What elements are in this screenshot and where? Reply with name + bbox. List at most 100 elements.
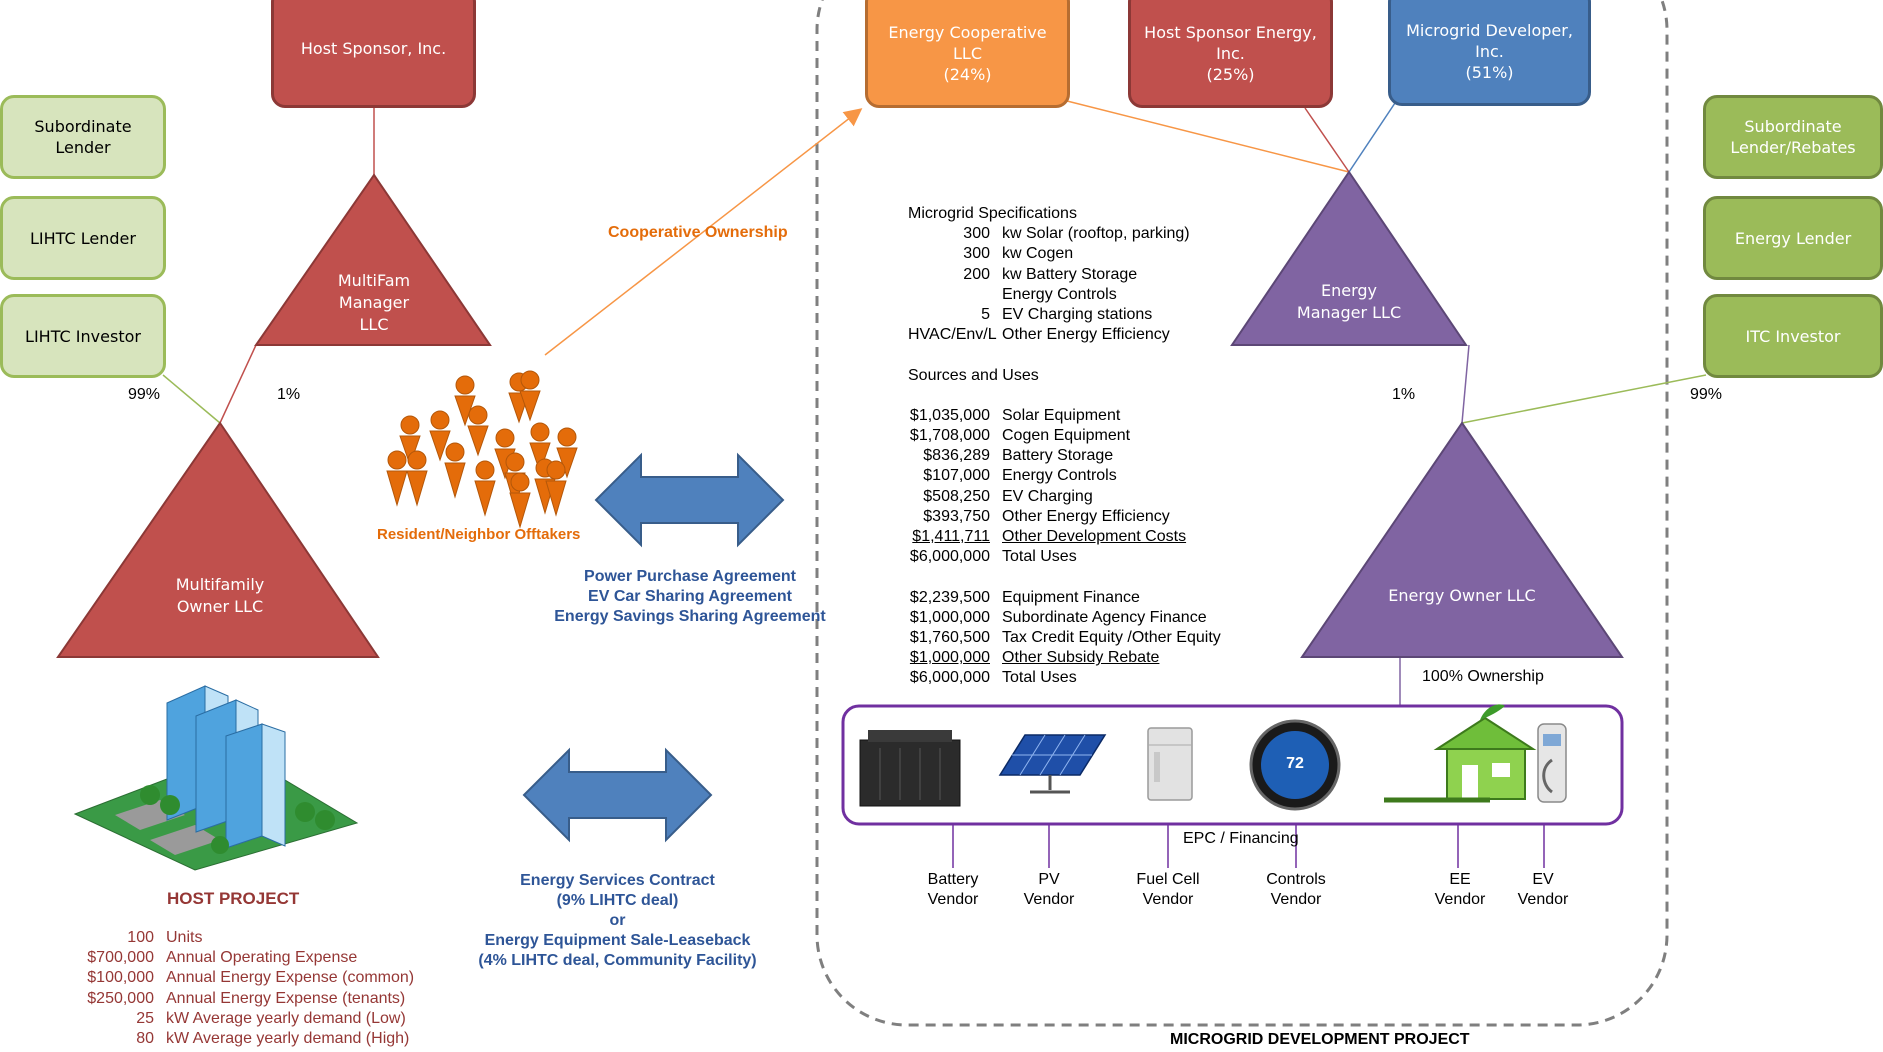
connector-investor-to-owner — [162, 374, 221, 424]
services-contract-label: Energy Services Contract (9% LIHTC deal)… — [478, 872, 757, 969]
use-item-value: $1,035,000 — [909, 406, 990, 424]
host-item-value: $100,000 — [87, 969, 154, 987]
host-item-value: 25 — [136, 1009, 154, 1027]
spec-item-value — [908, 285, 1002, 305]
spec-item-value: HVAC/Env/L — [908, 326, 997, 344]
subordinate-lender-rebates-label: Subordinate Lender/Rebates — [1730, 117, 1856, 157]
host-project-title: HOST PROJECT — [167, 889, 300, 908]
source-item-description: Total Uses — [1002, 669, 1077, 687]
host-item-row: 80 kW Average yearly demand (High) — [70, 1030, 430, 1050]
lihtc-lender-label: LIHTC Lender — [30, 228, 136, 248]
host-sponsor-energy-label: Host Sponsor Energy, Inc. (25%) — [1144, 22, 1317, 84]
use-item-description: Solar Equipment — [1002, 406, 1121, 424]
spec-item-description: Energy Controls — [1002, 285, 1117, 303]
use-item-row: $1,411,711 Other Development Costs — [908, 527, 1268, 547]
use-item-value: $1,411,711 — [912, 528, 990, 545]
host-item-value: $700,000 — [87, 949, 154, 967]
use-item-value: $6,000,000 — [909, 548, 990, 566]
host-item-value: 80 — [136, 1029, 154, 1047]
spec-item-description: kw Solar (rooftop, parking) — [1002, 225, 1190, 243]
host-sponsor-box: Host Sponsor, Inc. — [271, 0, 476, 108]
source-item-description: Equipment Finance — [1002, 588, 1140, 606]
host-item-description: kW Average yearly demand (High) — [166, 1029, 410, 1047]
ownership-100-label: 100% Ownership — [1422, 668, 1544, 685]
ev-charger-icon — [1537, 723, 1567, 803]
spec-item-value: 200 — [963, 265, 990, 283]
host-item-description: Annual Energy Expense (common) — [166, 969, 415, 987]
use-item-value: $107,000 — [923, 467, 990, 485]
use-item-value: $393,750 — [923, 507, 990, 525]
source-item-value: $1,000,000 — [909, 608, 990, 626]
spec-item-value: 300 — [963, 225, 990, 243]
energy-lender-label: Energy Lender — [1734, 228, 1852, 248]
lihtc-investor-label: LIHTC Investor — [25, 326, 141, 346]
controls-vendor-label: Controls Vendor — [1266, 871, 1326, 908]
use-item-description: Other Development Costs — [1002, 528, 1187, 545]
epc-financing-label: EPC / Financing — [1183, 830, 1299, 847]
battery-vendor-label: Battery Vendor — [927, 871, 979, 908]
energy-cooperative-box: Energy Cooperative LLC (24%) — [865, 0, 1070, 108]
resident-offtakers-label: Resident/Neighbor Offtakers — [377, 526, 581, 543]
use-item-description: Total Uses — [1002, 548, 1077, 566]
spec-item-row: 200 kw Battery Storage — [908, 265, 1268, 285]
cooperative-ownership-label: Cooperative Ownership — [608, 224, 788, 241]
energy-manager-triangle — [1230, 170, 1468, 346]
spec-item-row: HVAC/Env/L Other Energy Efficiency — [908, 325, 1268, 345]
use-item-description: Other Energy Efficiency — [1002, 507, 1170, 525]
microgrid-project-label: MICROGRID DEVELOPMENT PROJECT — [1170, 1031, 1470, 1048]
source-item-value: $6,000,000 — [909, 669, 990, 687]
source-item-description: Other Subsidy Rebate — [1002, 649, 1160, 667]
subordinate-lender-rebates-box: Subordinate Lender/Rebates — [1703, 95, 1883, 179]
spec-item-description: EV Charging stations — [1002, 305, 1153, 323]
spec-item-description: kw Battery Storage — [1002, 265, 1138, 283]
thermostat-reading: 72 — [1286, 755, 1304, 772]
energy-owner-triangle — [1300, 421, 1624, 658]
host-sponsor-energy-box: Host Sponsor Energy, Inc. (25%) — [1128, 0, 1333, 108]
microgrid-developer-box: Microgrid Developer, Inc. (51%) — [1388, 0, 1591, 106]
sources-uses-title: Sources and Uses — [908, 366, 1039, 384]
host-item-value: 100 — [127, 929, 154, 946]
right-99-percent: 99% — [1690, 386, 1723, 403]
source-item-description: Tax Credit Equity /Other Equity — [1002, 628, 1221, 646]
multifamily-owner-triangle — [56, 421, 380, 658]
connector-manager-to-owner — [219, 344, 257, 424]
use-item-description: Energy Controls — [1002, 467, 1117, 485]
spec-item-description: Other Energy Efficiency — [1002, 326, 1170, 344]
use-item-description: Battery Storage — [1002, 447, 1114, 465]
fuel-cell-vendor-label: Fuel Cell Vendor — [1136, 871, 1200, 908]
pv-vendor-label: PV Vendor — [1023, 871, 1075, 908]
battery-icon — [859, 730, 961, 807]
source-item-row: $1,000,000 Other Subsidy Rebate — [908, 648, 1268, 668]
subordinate-lender-label: Subordinate Lender — [34, 117, 132, 157]
multifam-manager-label: MultiFam Manager LLC — [337, 271, 411, 334]
connector-emanager-to-eowner — [1461, 344, 1470, 424]
itc-investor-label: ITC Investor — [1745, 326, 1841, 346]
source-item-value: $1,000,000 — [909, 649, 990, 667]
services-double-arrow — [522, 747, 713, 843]
right-1-percent: 1% — [1392, 386, 1416, 403]
left-99-percent: 99% — [128, 386, 161, 403]
use-item-row: $393,750 Other Energy Efficiency — [908, 507, 1268, 527]
energy-manager-label: Energy Manager LLC — [1296, 281, 1402, 322]
spec-item-description: kw Cogen — [1002, 245, 1074, 263]
energy-efficient-house-icon — [1384, 704, 1537, 803]
fuel-cell-icon — [1147, 727, 1193, 801]
connector-developer-to-manager — [1348, 99, 1398, 173]
use-item-value: $1,708,000 — [909, 427, 990, 445]
host-building-icon — [73, 685, 359, 871]
connector-hostenergy-to-manager — [1304, 107, 1350, 173]
microgrid-developer-label: Microgrid Developer, Inc. (51%) — [1406, 20, 1573, 82]
